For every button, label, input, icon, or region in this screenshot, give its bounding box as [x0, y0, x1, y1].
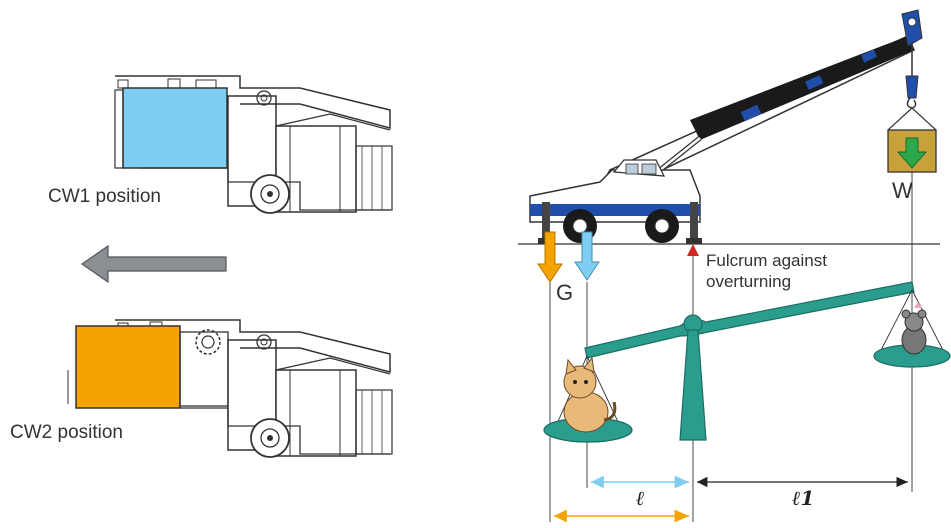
cw2-machine — [67, 319, 393, 458]
cw2-counterweight — [75, 325, 181, 409]
cw1-machine — [114, 75, 393, 214]
load-down-arrow — [896, 137, 928, 169]
cw2-position-label: CW2 position — [10, 422, 123, 443]
counterweight-label: G — [556, 280, 574, 305]
arm-right-label: ℓ1 — [792, 486, 815, 510]
load-weight-label: W — [892, 178, 913, 203]
mouse-figure — [901, 302, 927, 355]
fulcrum-marker — [687, 244, 699, 256]
counterweight-g-arrow — [537, 231, 563, 283]
balance-scale — [543, 281, 951, 443]
move-left-arrow — [80, 244, 227, 284]
cw1-position-label: CW1 position — [48, 186, 161, 207]
cw1-counterweight — [122, 87, 228, 169]
cat-figure — [563, 356, 617, 433]
arm-left-label: ℓ — [636, 486, 645, 510]
cw1-weight-arrow — [574, 231, 600, 281]
fulcrum-label: Fulcrum against overturning — [706, 251, 827, 291]
crane — [518, 9, 940, 245]
